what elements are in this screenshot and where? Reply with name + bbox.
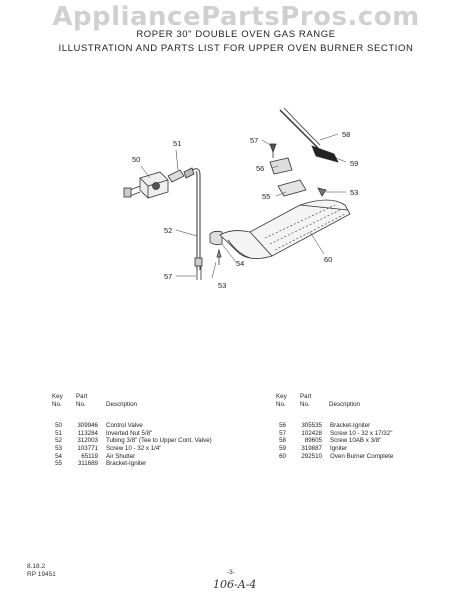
part-number: 102428 — [301, 429, 322, 437]
footer-page-number: -3- — [227, 569, 235, 576]
part-key-number: 57 — [279, 429, 286, 437]
parts-row: 58 89605 Screw 10AB x 3/8" — [274, 437, 464, 445]
part-description: Bracket-Igniter — [106, 460, 147, 468]
parts-list-right: Key No. Part No. Description 56 305535 Bra… — [274, 393, 464, 460]
callout-55: 55 — [262, 192, 270, 201]
part-key-number: 53 — [55, 445, 62, 453]
tube-fitting-drawing — [194, 257, 203, 280]
part-number: 113284 — [77, 429, 98, 437]
callout-51: 51 — [173, 139, 181, 148]
control-valve-drawing — [123, 171, 169, 199]
header-description: Description — [106, 401, 137, 408]
part-description: Control Valve — [106, 422, 143, 429]
document-subtitle: ILLUSTRATION AND PARTS LIST FOR UPPER OV… — [58, 43, 414, 54]
callout-50: 50 — [132, 155, 140, 164]
part-number: 319887 — [301, 445, 322, 453]
parts-row: 59 319887 Igniter — [274, 445, 464, 453]
parts-row: 56 305535 Bracket-Igniter — [274, 422, 464, 430]
parts-row: 51 113284 Inverted Nut 5/8" — [50, 430, 260, 438]
header-part-no: No. — [76, 401, 86, 408]
part-number: 292510 — [301, 452, 322, 460]
callout-58: 58 — [342, 130, 350, 139]
parts-row: 53 103771 Screw 10 - 32 x 1/4" — [50, 445, 260, 453]
part-description: Tubing 3/8" (Tee to Upper Cont. Valve) — [106, 437, 212, 445]
part-key-number: 50 — [55, 422, 62, 429]
inverted-nut-drawing — [167, 167, 195, 183]
parts-row: 57 102428 Screw 10 - 32 x 17/32" — [274, 430, 464, 438]
part-key-number: 55 — [55, 460, 62, 468]
part-number: 65119 — [81, 452, 98, 460]
callout-53-lower: 53 — [218, 281, 226, 290]
part-key-number: 59 — [279, 445, 286, 453]
header-key-right: Key — [276, 393, 287, 400]
footer-rp-number: RP 19451 — [27, 571, 56, 578]
callout-57-lower: 57 — [164, 272, 172, 281]
parts-row: 55 311689 Bracket-Igniter — [50, 460, 260, 468]
screw-53-right-drawing — [317, 187, 327, 197]
part-description: Igniter — [330, 445, 348, 453]
exploded-parts-diagram: 50 51 52 57 53 54 55 56 57 58 59 53 60 — [123, 107, 358, 290]
part-key-number: 52 — [55, 437, 62, 445]
parts-row: 54 65119 Air Shutter — [50, 453, 260, 461]
footer-date: 8.18.2 — [27, 563, 46, 570]
part-number: 312003 — [77, 437, 98, 445]
callout-52: 52 — [164, 226, 172, 235]
part-key-number: 51 — [55, 429, 62, 437]
header-key-no-right: No. — [276, 401, 286, 408]
parts-row: 60 292510 Oven Burner Complete — [274, 453, 464, 461]
header-part: Part — [76, 393, 88, 400]
parts-list-left: Key No. Part No. Description 50 309946 Con… — [50, 393, 260, 468]
part-key-number: 54 — [55, 452, 62, 460]
part-description: Screw 10 - 32 x 17/32" — [330, 429, 393, 437]
part-number: 103771 — [77, 445, 98, 453]
part-description: Oven Burner Complete — [330, 452, 394, 460]
part-number: 305535 — [301, 422, 322, 429]
screw-57-drawing — [269, 143, 277, 158]
bracket-igniter-56-drawing — [269, 157, 293, 175]
parts-row: 52 312003 Tubing 3/8" (Tee to Upper Cont. … — [50, 437, 260, 445]
header-description-right: Description — [329, 401, 360, 408]
part-description: Bracket-Igniter — [330, 422, 371, 429]
part-key-number: 58 — [279, 437, 286, 445]
part-key-number: 60 — [279, 452, 286, 460]
tubing-drawing — [191, 168, 201, 270]
header-key: Key — [52, 393, 63, 400]
part-description: Screw 10 - 32 x 1/4" — [106, 445, 162, 453]
callout-56: 56 — [256, 164, 264, 173]
callout-60: 60 — [324, 255, 332, 264]
part-key-number: 56 — [279, 422, 286, 429]
part-description: Inverted Nut 5/8" — [106, 429, 153, 437]
header-part-right: Part — [300, 393, 312, 400]
callout-53: 53 — [350, 188, 358, 197]
header-part-no-right: No. — [300, 401, 310, 408]
part-number: 89605 — [304, 437, 322, 445]
part-description: Screw 10AB x 3/8" — [330, 437, 382, 445]
air-shutter-drawing — [209, 230, 223, 246]
bracket-igniter-55-drawing — [277, 179, 307, 197]
callout-54: 54 — [236, 259, 244, 268]
screw-drawing — [216, 248, 222, 265]
leader-lines — [140, 133, 347, 279]
oven-burner-drawing — [219, 199, 351, 259]
callout-59: 59 — [350, 159, 358, 168]
watermark: AppliancePartsPros.com — [52, 2, 420, 32]
document-title: ROPER 30" DOUBLE OVEN GAS RANGE — [136, 29, 336, 40]
igniter-drawing — [279, 107, 339, 163]
handwritten-note: 106-A-4 — [213, 578, 257, 591]
part-number: 309946 — [77, 422, 98, 429]
part-number: 311689 — [77, 460, 98, 468]
header-key-no: No. — [52, 401, 62, 408]
parts-row: 50 309946 Control Valve — [50, 422, 260, 430]
callout-57: 57 — [250, 136, 258, 145]
part-description: Air Shutter — [106, 452, 136, 460]
